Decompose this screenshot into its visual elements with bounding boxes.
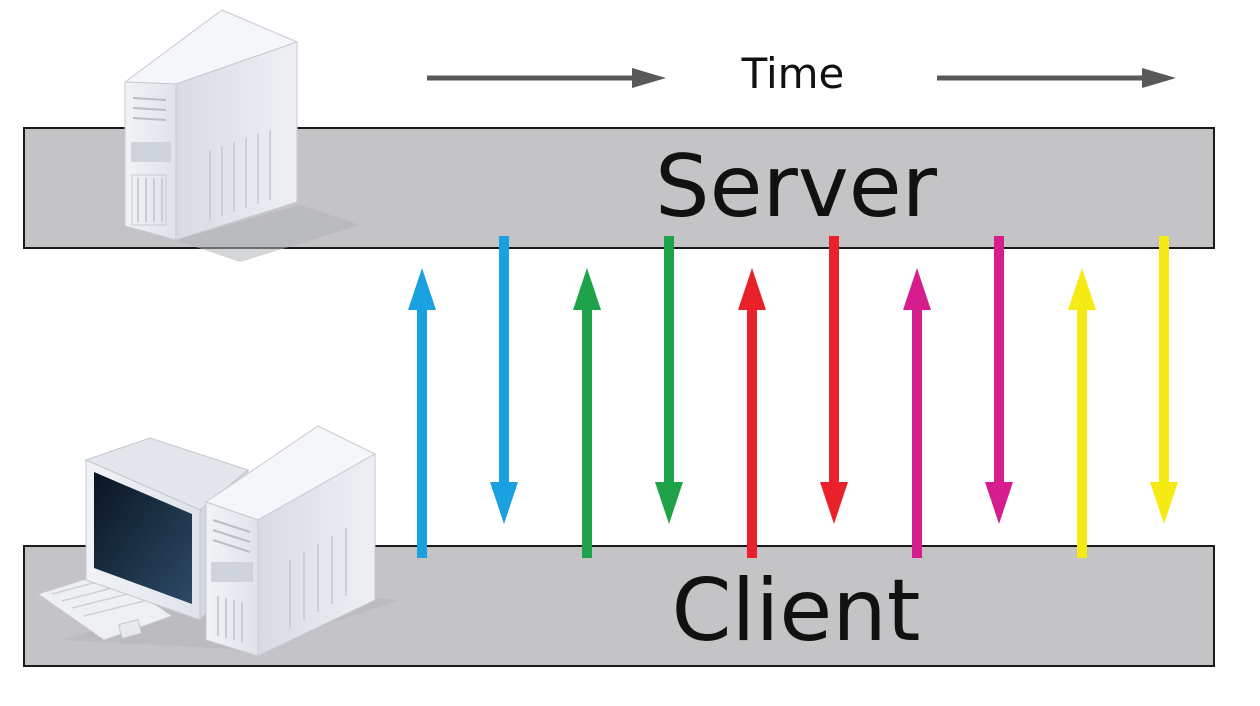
- response-arrow-1: [490, 236, 518, 524]
- desktop-computer-icon: [36, 425, 400, 657]
- time-arrow-left-head: [632, 68, 666, 88]
- request-arrow-4: [903, 268, 931, 558]
- server-tower-icon: [123, 9, 360, 262]
- request-arrow-3: [738, 268, 766, 558]
- request-arrow-1: [408, 268, 436, 558]
- client-label: Client: [672, 561, 921, 661]
- request-arrow-5: [1068, 268, 1096, 558]
- time-axis: Time: [427, 49, 1176, 98]
- time-label: Time: [741, 49, 845, 98]
- response-arrow-3: [820, 236, 848, 524]
- time-arrow-right-head: [1142, 68, 1176, 88]
- request-response-arrows: [408, 236, 1178, 558]
- response-arrow-4: [985, 236, 1013, 524]
- server-label: Server: [655, 137, 938, 237]
- request-arrow-2: [573, 268, 601, 558]
- response-arrow-5: [1150, 236, 1178, 524]
- response-arrow-2: [655, 236, 683, 524]
